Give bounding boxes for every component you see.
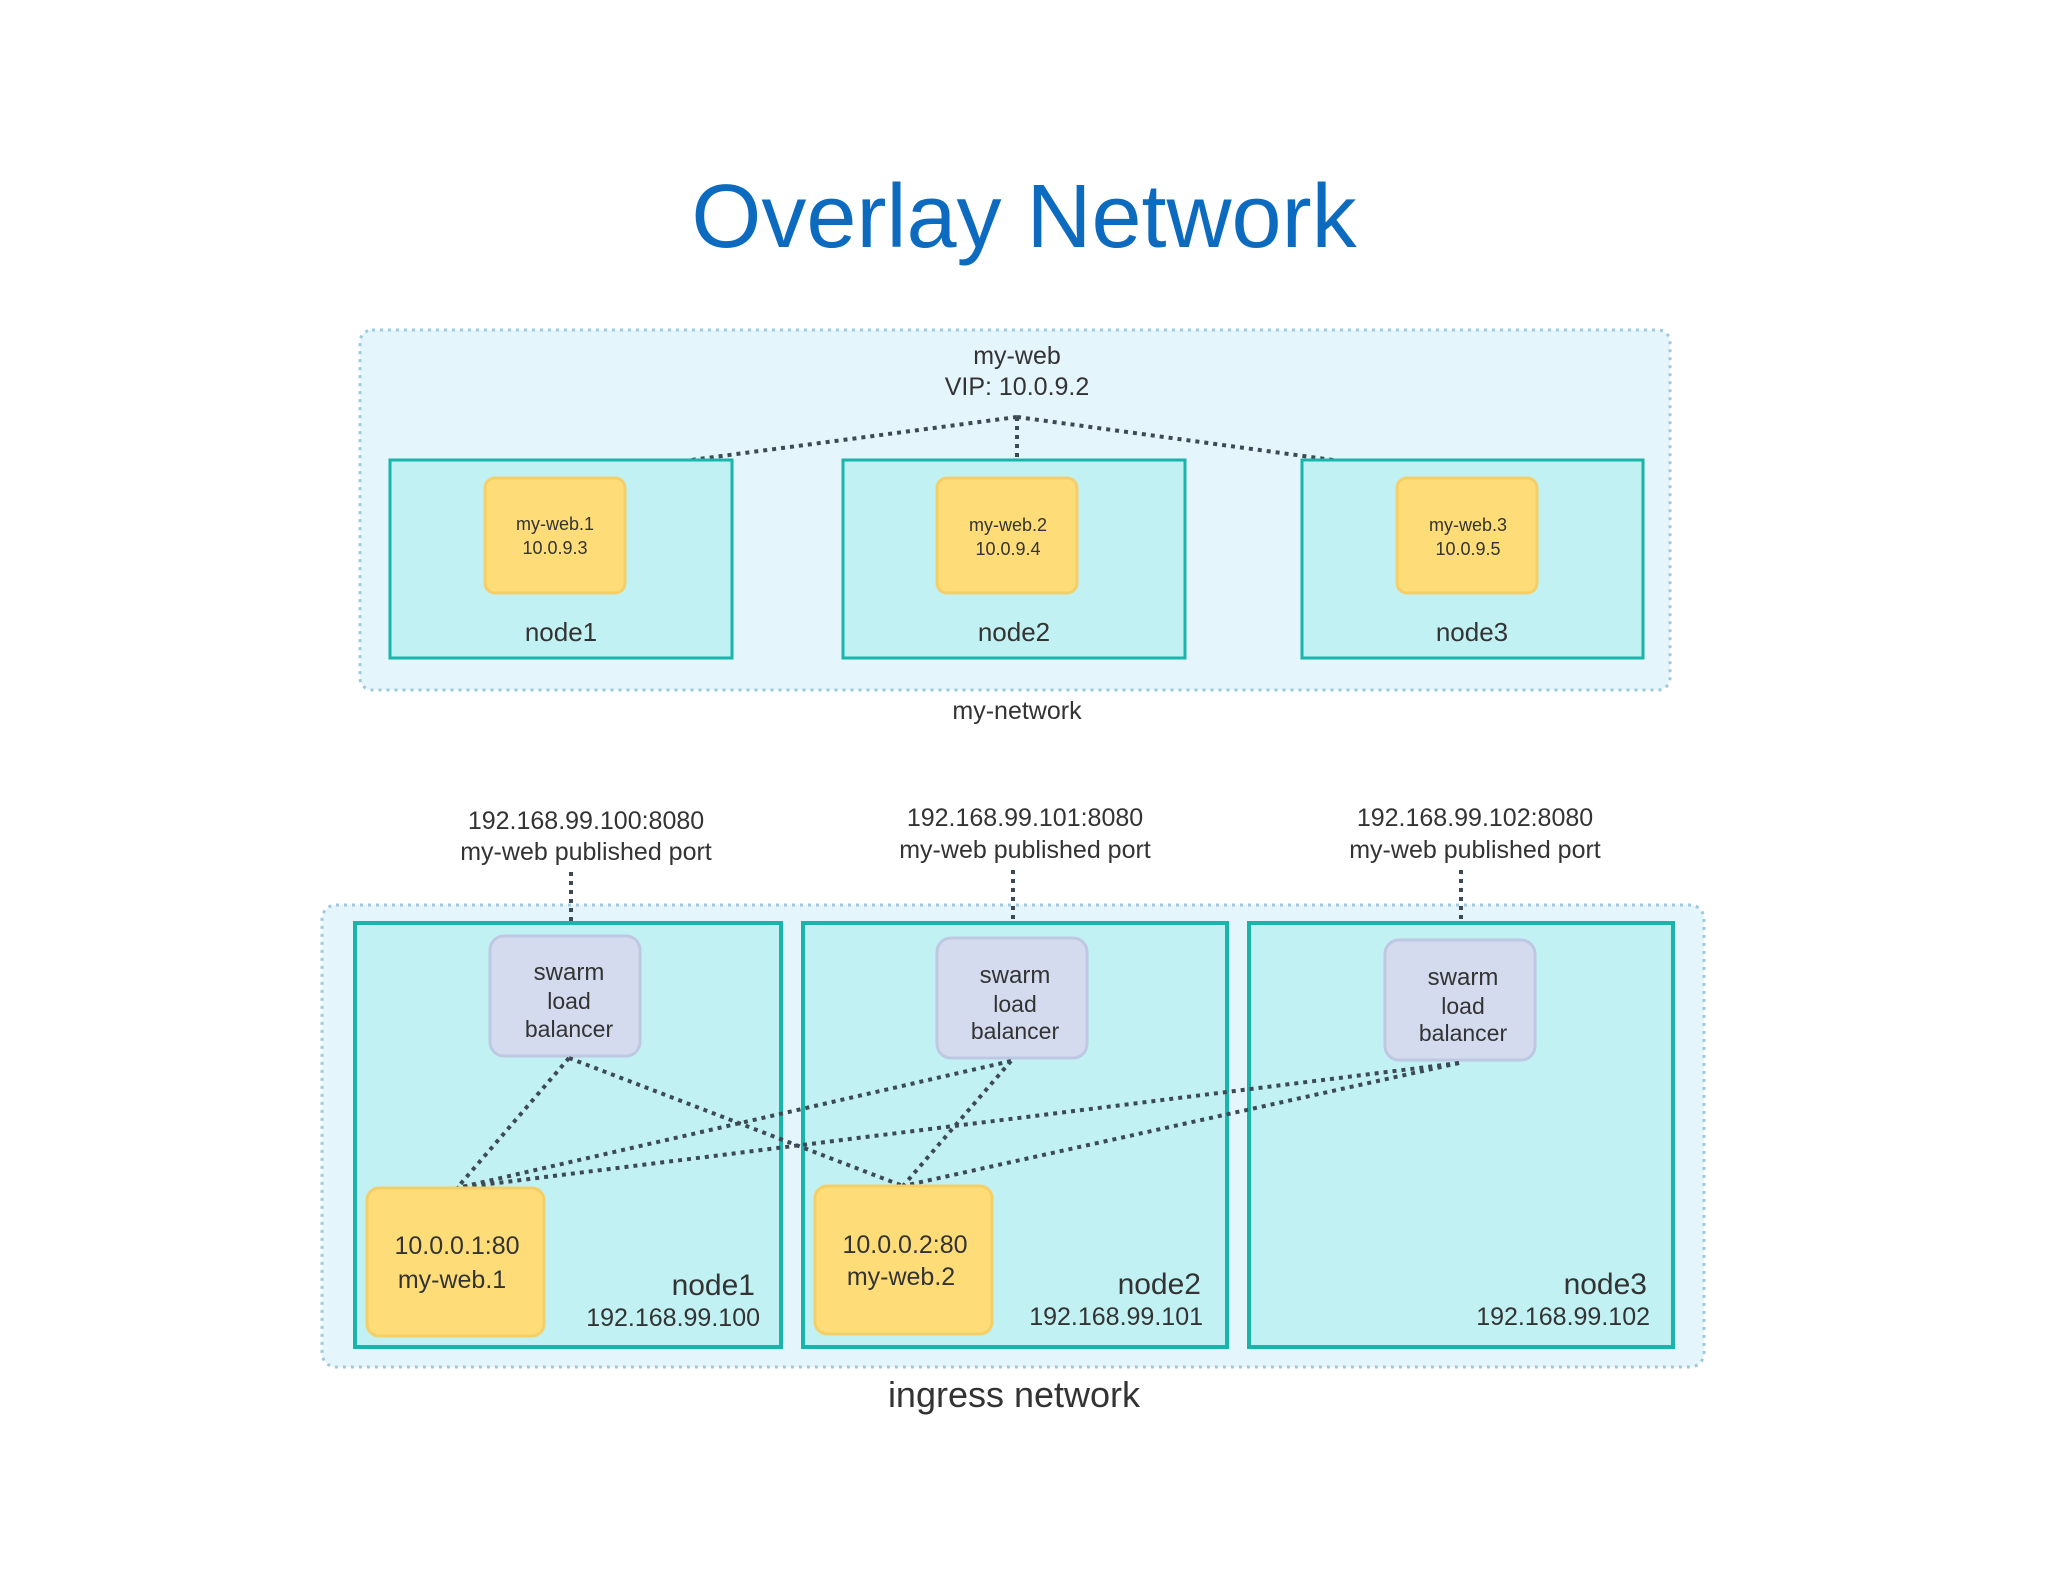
node-label: 192.168.99.101 [1029,1303,1203,1331]
container-ip: 10.0.9.3 [522,538,587,558]
lb-link [901,1059,1013,1188]
container-name: my-web.2 [969,515,1047,535]
node-label: node3 [1436,617,1508,647]
published-address: 192.168.99.101:8080 [907,804,1143,832]
load-balancer-box [488,934,642,1058]
node-label: node1 [672,1269,755,1302]
node-ip: 192.168.99.100 [586,1304,760,1332]
network-label: my-network [952,697,1082,725]
load-balancer-box [935,936,1089,1060]
lb-label-line3: balancer [971,1018,1060,1044]
node-label: node3 [1564,1268,1647,1301]
node-ip: 192.168.99.102 [1476,1303,1650,1331]
published-label: my-web published port [1349,836,1601,864]
load-balancer-box [1383,938,1537,1062]
node-label: node2 [978,617,1050,647]
container-name: my-web.1 [516,514,594,534]
lb-label-line1: swarm [534,959,605,986]
lb-link [456,1061,1460,1190]
published-address: 192.168.99.102:8080 [1357,804,1593,832]
node-label: node2 [1118,1268,1201,1301]
lb-label-line3: balancer [1419,1020,1508,1046]
lb-label-line2: load [547,988,590,1014]
container-name: my-web.1 [398,1266,506,1294]
container-address: 10.0.0.1:80 [394,1232,519,1260]
container-box [1395,476,1539,595]
published-address: 192.168.99.100:8080 [468,807,704,835]
vip-link-node3 [1016,415,1466,480]
container-box [813,1184,994,1336]
published-label: my-web published port [899,836,1151,864]
page-title: Overlay Network [691,167,1357,267]
lb-link [568,1056,904,1188]
lb-label-line2: load [1441,993,1484,1019]
container-box [365,1186,546,1338]
lb-label-line2: load [993,991,1036,1017]
lb-label-line1: swarm [1428,964,1499,991]
node-label: node1 [525,617,597,647]
service-name: my-web [973,342,1061,370]
service-vip: VIP: 10.0.9.2 [945,373,1090,401]
container-address: 10.0.0.2:80 [842,1231,967,1259]
lb-label-line3: balancer [525,1016,614,1042]
lb-link [455,1056,571,1190]
lb-label-line1: swarm [980,962,1051,989]
container-ip: 10.0.9.4 [975,539,1040,559]
container-name: my-web.2 [847,1263,955,1291]
published-label: my-web published port [460,838,712,866]
container-box [935,476,1079,595]
network-label: ingress network [888,1374,1141,1415]
container-name: my-web.3 [1429,515,1507,535]
container-ip: 10.0.9.5 [1435,539,1500,559]
container-box [483,476,627,595]
